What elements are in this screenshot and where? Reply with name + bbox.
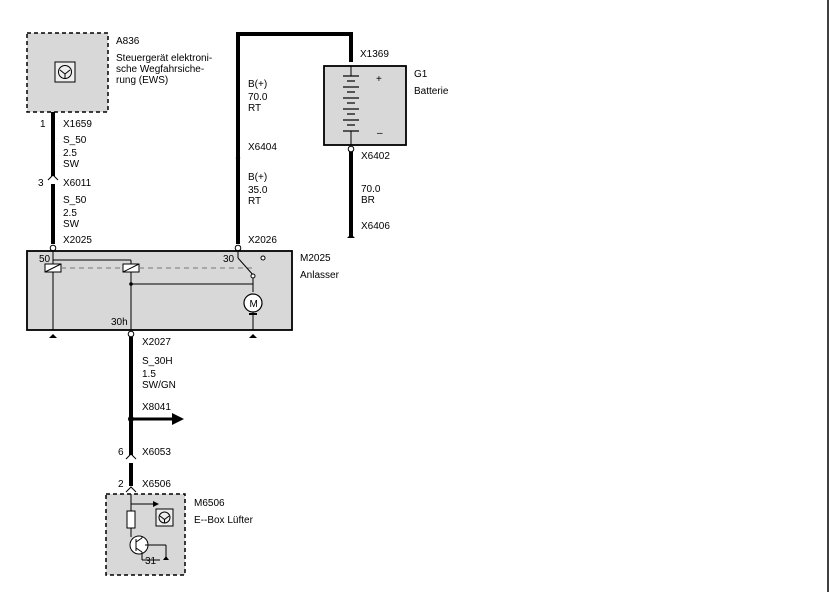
w3-size: 70.0 [248, 92, 268, 103]
starter-id: M2025 [300, 253, 331, 264]
branch-x8041[interactable] [128, 413, 184, 425]
w5-color: BR [361, 195, 375, 206]
w6-signal: S_30H [142, 356, 173, 367]
w2-size: 2.5 [63, 208, 77, 219]
motor-label: M [250, 299, 258, 310]
w4-signal: B(+) [248, 172, 267, 183]
w6-size: 1.5 [142, 369, 156, 380]
fan-internals [126, 494, 174, 561]
x6402-label: X6402 [361, 151, 390, 162]
pin-x6402-icon [347, 145, 355, 153]
fan-control-icon [155, 508, 174, 527]
fan-box [105, 493, 186, 576]
x8041-label: X8041 [142, 402, 171, 413]
ews-desc-line1: Steuergerät elektroni- [116, 53, 212, 64]
fuse-icon [126, 510, 136, 529]
x1659-pin: 1 [40, 119, 46, 130]
ebox-fan[interactable]: 31 [105, 493, 186, 576]
relay-switch-icon [237, 257, 255, 277]
fan-pin-31: 31 [145, 556, 157, 567]
w1-size: 2.5 [63, 148, 77, 159]
battery-name: Batterie [414, 86, 449, 97]
w1-color: SW [63, 159, 80, 170]
pin-30-label: 30 [223, 254, 235, 265]
x1369-label: X1369 [360, 49, 389, 60]
w3-color: RT [248, 103, 261, 114]
starter-ground-left-icon [49, 334, 57, 338]
ews-control-unit[interactable]: A836 Steuergerät elektroni- sche Wegfahr… [26, 32, 212, 113]
w4-size: 35.0 [248, 185, 268, 196]
w4-color: RT [248, 196, 261, 207]
w2-signal: S_50 [63, 195, 87, 206]
starter-name: Anlasser [300, 270, 340, 281]
pin-x2027-icon [127, 330, 135, 338]
x6506-pin: 2 [118, 479, 124, 490]
battery[interactable]: + – [323, 65, 407, 146]
battery-box [323, 65, 407, 146]
x6404-label: X6404 [248, 142, 277, 153]
pin-x2025-icon [49, 244, 57, 252]
starter-box [26, 250, 293, 331]
fan-name: E--Box Lüfter [194, 515, 254, 526]
x2025-label: X2025 [63, 235, 92, 246]
fan-ground-icon [163, 556, 169, 560]
connector-x6404-icon [235, 155, 241, 161]
starter-ground-right-icon [249, 334, 257, 338]
x1659-label: X1659 [63, 119, 92, 130]
pin-30h-label: 30h [111, 317, 128, 328]
ews-desc-line2: sche Wegfahrsiche- [116, 64, 204, 75]
starter-internals [44, 251, 266, 334]
battery-cells-icon [343, 66, 359, 145]
arrow-right-small-icon [153, 501, 159, 507]
w1-signal: S_50 [63, 135, 87, 146]
w5-size: 70.0 [361, 184, 381, 195]
x6011-label: X6011 [63, 178, 92, 189]
connector-x6506-icon [125, 486, 137, 493]
w6-color: SW/GN [142, 380, 176, 391]
junction-icon [128, 416, 134, 422]
x2026-label: X2026 [248, 235, 277, 246]
connector-x6011-icon [47, 174, 59, 181]
x6506-label: X6506 [142, 479, 171, 490]
battery-id: G1 [414, 69, 428, 80]
w3-signal: B(+) [248, 79, 267, 90]
wire-ground-battery[interactable] [347, 145, 355, 238]
ews-id: A836 [116, 36, 140, 47]
fan-id: M6506 [194, 498, 225, 509]
x6406-label: X6406 [361, 221, 390, 232]
pin-50-label: 50 [39, 254, 51, 265]
x6053-label: X6053 [142, 447, 171, 458]
battery-plus: + [376, 74, 382, 85]
pin-x2026-icon [234, 244, 242, 252]
wire-s30h[interactable] [125, 330, 137, 493]
battery-minus: – [377, 128, 383, 139]
x6011-pin: 3 [38, 178, 44, 189]
arrow-right-icon [172, 413, 184, 425]
starter[interactable]: M 50 30 30h [26, 250, 293, 338]
wire-s50[interactable] [47, 112, 59, 252]
connector-x6053-icon [125, 453, 137, 460]
ground-icon [347, 234, 355, 238]
x6053-pin: 6 [118, 447, 124, 458]
wire-b-plus-path [236, 32, 353, 244]
w2-color: SW [63, 219, 80, 230]
x2027-label: X2027 [142, 337, 171, 348]
control-unit-icon [54, 61, 76, 83]
ews-desc-line3: rung (EWS) [116, 75, 168, 86]
